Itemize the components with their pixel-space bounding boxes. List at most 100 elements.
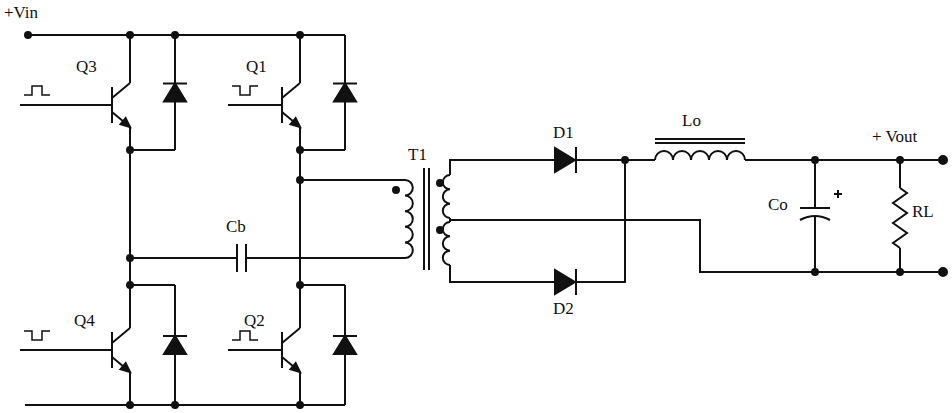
inductor-core bbox=[655, 138, 745, 140]
transistor-symbol bbox=[282, 83, 300, 98]
wire bbox=[130, 257, 237, 259]
inductor-winding bbox=[655, 151, 745, 160]
wire bbox=[899, 160, 901, 188]
wire bbox=[129, 150, 131, 328]
winding bbox=[405, 180, 413, 258]
capacitor-plate bbox=[236, 244, 238, 272]
polarity-mark bbox=[837, 190, 839, 198]
wire bbox=[344, 102, 346, 151]
wire bbox=[246, 257, 405, 259]
transistor-symbol bbox=[282, 112, 300, 127]
wire bbox=[530, 281, 555, 283]
wire bbox=[300, 149, 345, 151]
part-label: Q2 bbox=[244, 312, 265, 331]
wiring bbox=[20, 32, 947, 408]
wire bbox=[299, 372, 301, 405]
output-terminal bbox=[939, 268, 947, 276]
part-label: Cb bbox=[226, 218, 246, 237]
base-lead bbox=[228, 104, 282, 106]
emitter-arrow bbox=[121, 118, 130, 127]
wire bbox=[344, 285, 346, 336]
diode-symbol bbox=[555, 148, 575, 172]
base-lead bbox=[20, 104, 112, 106]
part-label: RL bbox=[912, 203, 934, 222]
wire bbox=[129, 372, 131, 405]
transistor-symbol bbox=[112, 83, 130, 98]
wire bbox=[174, 35, 176, 84]
wire bbox=[814, 160, 816, 208]
wire bbox=[174, 285, 176, 336]
wire bbox=[130, 284, 175, 286]
diode-symbol bbox=[334, 336, 356, 354]
emitter-arrow bbox=[291, 118, 300, 127]
wire bbox=[814, 216, 816, 272]
transistor-symbol bbox=[112, 112, 130, 127]
wire bbox=[450, 265, 530, 282]
part-label: + Vout bbox=[872, 128, 917, 147]
resistor-symbol bbox=[893, 188, 907, 248]
diode-symbol bbox=[163, 83, 187, 85]
wire bbox=[300, 284, 345, 286]
wire bbox=[575, 159, 600, 161]
emitter-arrow bbox=[291, 363, 300, 372]
part-label: D1 bbox=[553, 124, 574, 143]
part-label: Q1 bbox=[246, 58, 267, 77]
transformer-core bbox=[428, 168, 430, 270]
junction-dot bbox=[437, 227, 443, 233]
wire bbox=[344, 35, 346, 84]
transformer-core bbox=[423, 168, 425, 270]
junction-dot bbox=[297, 282, 303, 288]
base-lead bbox=[20, 349, 112, 351]
diode-symbol bbox=[334, 84, 356, 102]
wire bbox=[299, 35, 301, 83]
diode-symbol bbox=[555, 270, 575, 294]
diode-symbol bbox=[575, 147, 577, 173]
transistor-symbol bbox=[112, 328, 130, 343]
inductor-core bbox=[655, 142, 745, 144]
drive-pulse bbox=[232, 331, 258, 340]
emitter-arrow bbox=[121, 363, 130, 372]
wire bbox=[899, 248, 901, 272]
junction-dot bbox=[622, 157, 628, 163]
wire bbox=[450, 220, 940, 272]
part-label: D2 bbox=[553, 300, 574, 319]
part-label: +Vin bbox=[4, 4, 38, 23]
diode-symbol bbox=[333, 83, 357, 85]
part-label: Lo bbox=[682, 112, 701, 131]
wire bbox=[130, 149, 175, 151]
junction-dot bbox=[437, 180, 443, 186]
wire bbox=[745, 159, 940, 161]
transistor-symbol bbox=[282, 357, 300, 372]
wire bbox=[174, 102, 176, 151]
diode-symbol bbox=[164, 336, 186, 354]
junction-dot bbox=[393, 187, 399, 193]
drive-pulse bbox=[24, 331, 50, 340]
part-label: Q3 bbox=[76, 58, 97, 77]
base-lead bbox=[228, 349, 282, 351]
part-label: Q4 bbox=[74, 312, 95, 331]
drive-pulse bbox=[24, 86, 50, 95]
diode-symbol bbox=[575, 269, 577, 295]
part-label: T1 bbox=[408, 146, 427, 165]
winding bbox=[443, 175, 450, 218]
diode-symbol bbox=[333, 335, 357, 337]
transistor-symbol bbox=[282, 328, 300, 343]
part-label: Co bbox=[768, 196, 788, 215]
junction-dot bbox=[127, 282, 133, 288]
wire bbox=[575, 281, 600, 283]
wire bbox=[129, 35, 131, 83]
diode-symbol bbox=[163, 335, 187, 337]
wire bbox=[174, 354, 176, 405]
winding bbox=[443, 222, 450, 265]
wire bbox=[450, 160, 530, 175]
capacitor-plate bbox=[800, 207, 830, 209]
wire bbox=[530, 159, 555, 161]
drive-pulse bbox=[232, 86, 258, 95]
transistor-symbol bbox=[112, 357, 130, 372]
wire bbox=[344, 354, 346, 405]
wire bbox=[300, 179, 405, 181]
diode-symbol bbox=[164, 84, 186, 102]
output-terminal bbox=[939, 156, 947, 164]
